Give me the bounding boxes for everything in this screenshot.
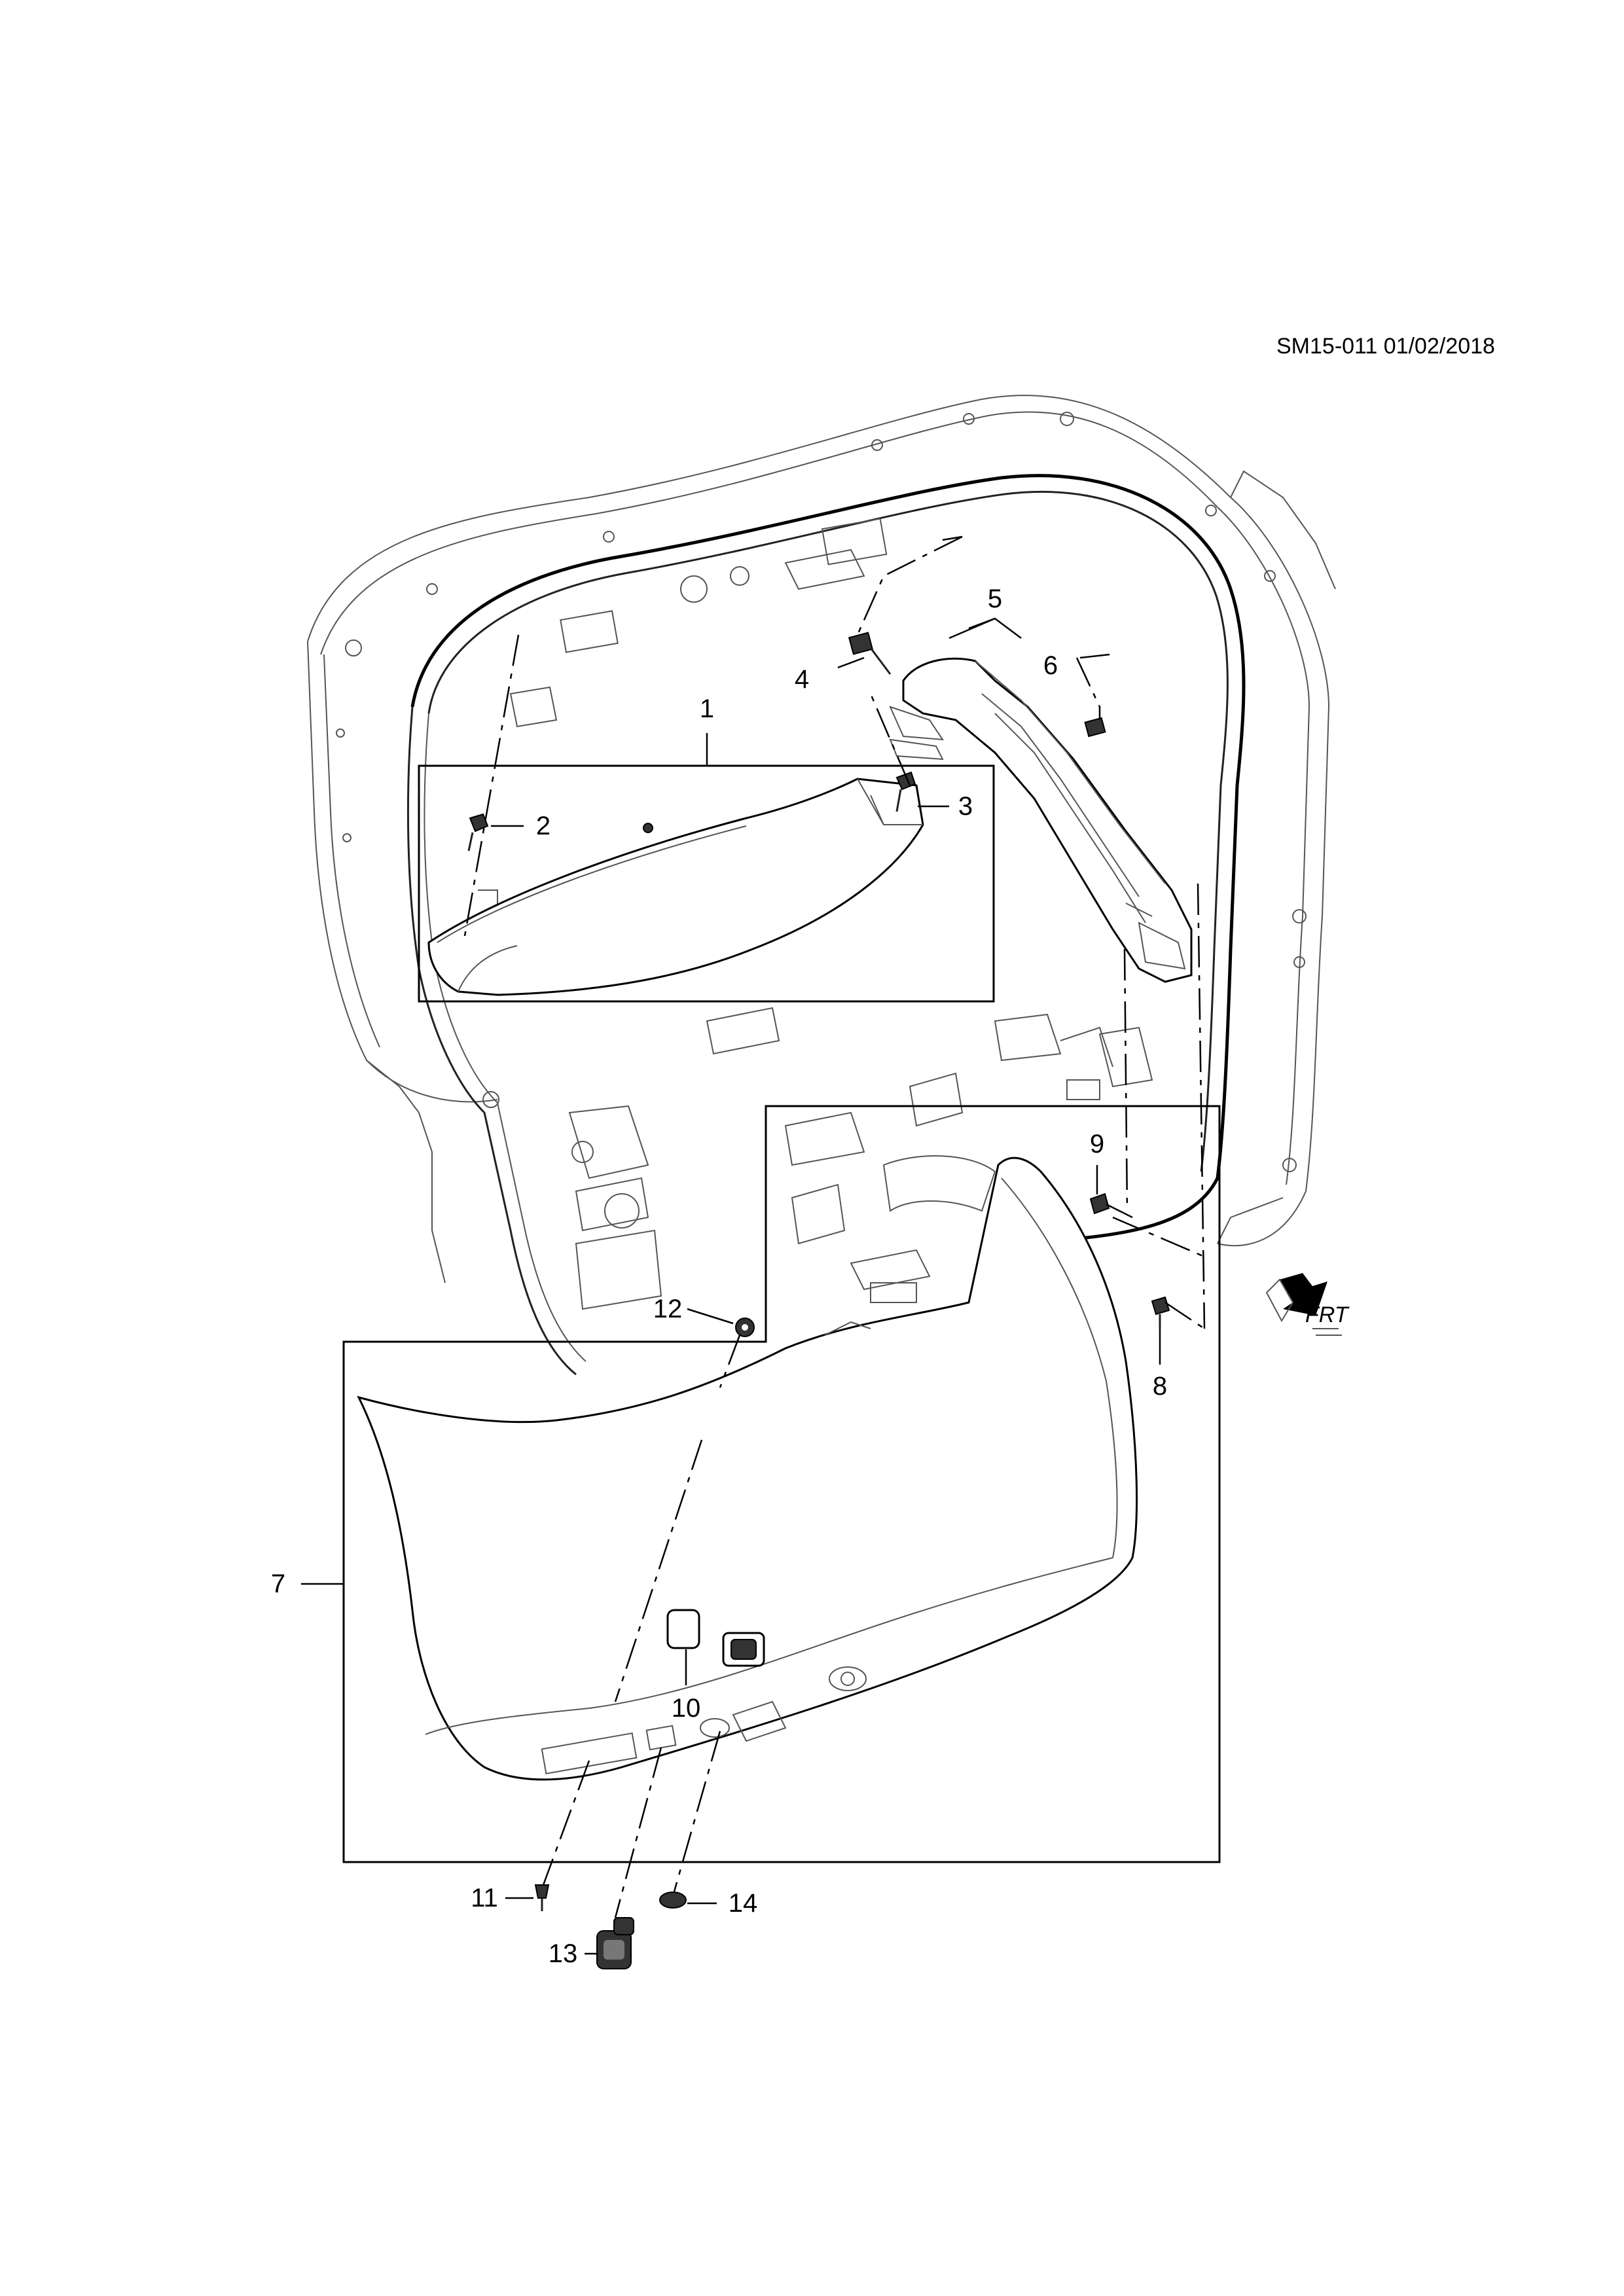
callout-leaders bbox=[301, 617, 1161, 1955]
callout-13: 13 bbox=[548, 1939, 578, 1968]
clip-part-2 bbox=[467, 813, 489, 852]
callout-5: 5 bbox=[987, 584, 1003, 613]
callout-4: 4 bbox=[794, 665, 810, 694]
callout-6: 6 bbox=[1043, 651, 1058, 680]
fastener-part-12 bbox=[735, 1318, 755, 1337]
upper-trim-panel bbox=[427, 778, 924, 996]
callout-3: 3 bbox=[958, 792, 973, 821]
callout-11: 11 bbox=[471, 1884, 498, 1912]
clip-part-6 bbox=[1084, 717, 1106, 738]
part-7-group-box bbox=[342, 1105, 1221, 1863]
side-pillar-trim bbox=[889, 657, 1193, 983]
callout-2: 2 bbox=[535, 812, 551, 840]
callout-7: 7 bbox=[270, 1570, 286, 1598]
callout-14: 14 bbox=[728, 1889, 758, 1918]
liftgate-frame-outline bbox=[307, 395, 1336, 1283]
fastener-part-8 bbox=[1151, 1296, 1170, 1329]
fastener-part-14 bbox=[659, 1892, 687, 1909]
fastener-part-13 bbox=[596, 1917, 634, 1969]
clip-part-4 bbox=[848, 632, 892, 675]
cover-part-10 bbox=[666, 1609, 765, 1667]
inner-panel-details bbox=[478, 518, 1153, 1310]
installation-lines bbox=[463, 535, 1206, 1918]
fastener-part-9 bbox=[1089, 1193, 1110, 1215]
document-code: SM15-011 01/02/2018 bbox=[1276, 334, 1495, 359]
lower-trim-panel bbox=[357, 1157, 1138, 1781]
fastener-part-11 bbox=[534, 1884, 550, 1911]
callout-9: 9 bbox=[1089, 1130, 1105, 1158]
front-direction-label: FRT bbox=[1305, 1302, 1348, 1327]
callout-1: 1 bbox=[699, 694, 715, 723]
front-direction-arrow-icon bbox=[1265, 1273, 1342, 1336]
callout-12: 12 bbox=[653, 1295, 683, 1323]
callout-10: 10 bbox=[671, 1694, 701, 1723]
callout-8: 8 bbox=[1152, 1372, 1168, 1401]
